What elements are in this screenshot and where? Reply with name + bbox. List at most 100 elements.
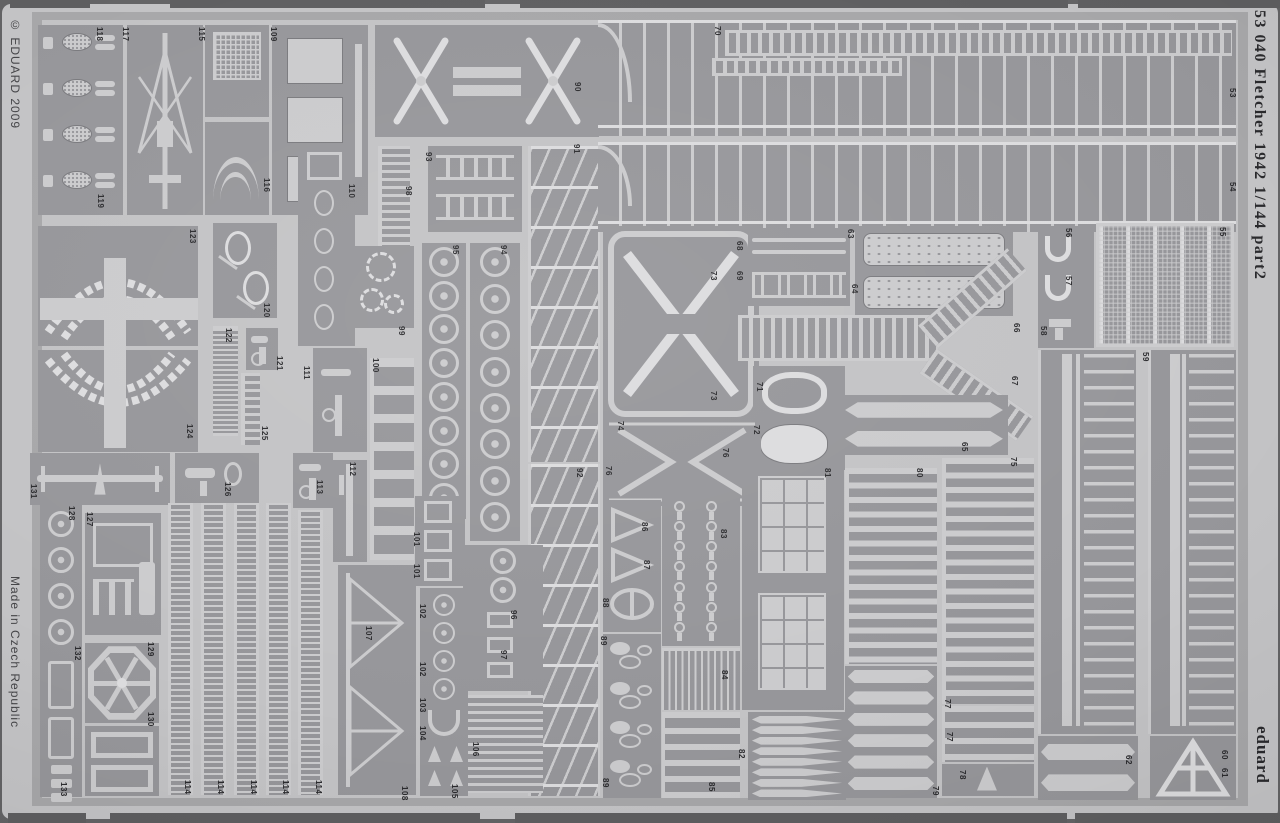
part-shape: [762, 372, 827, 414]
part-shape: [429, 247, 459, 278]
part-number-label: 61: [1220, 768, 1229, 778]
part-number-label: 81: [823, 468, 832, 478]
fret-panel: [662, 648, 740, 710]
fret-panel: [662, 496, 740, 646]
part-shape: [705, 622, 717, 633]
part-shape: [708, 511, 714, 520]
part-shape: [598, 23, 632, 103]
fret-panel: [742, 466, 844, 710]
part-number-label: 92: [575, 468, 584, 478]
fret-panel: [241, 373, 260, 445]
part-shape: [429, 348, 459, 379]
part-shape: [92, 578, 135, 616]
part-shape: [609, 720, 630, 734]
part-shape: [313, 190, 334, 216]
part-number-label: 84: [720, 670, 729, 680]
part-number-label: 113: [315, 480, 324, 495]
part-shape: [752, 250, 846, 254]
part-number-label: 131: [29, 484, 38, 499]
fret-panel: [942, 764, 1034, 796]
mount-tab: [8, 813, 86, 823]
part-shape: [50, 779, 72, 788]
part-shape: [48, 717, 74, 759]
part-shape: [334, 394, 342, 437]
part-shape: [366, 252, 396, 282]
fret-panel: [293, 453, 333, 508]
part-shape: [223, 462, 242, 486]
fret-panel: [370, 358, 414, 560]
part-number-label: 75: [1009, 457, 1018, 467]
part-number-label: 59: [1141, 352, 1150, 362]
part-number-label: 66: [1012, 323, 1021, 333]
part-shape: [480, 320, 510, 351]
fret-panel: [598, 142, 1236, 232]
part-shape: [1049, 318, 1072, 327]
part-shape: [313, 228, 334, 254]
fret-panel: [662, 712, 740, 798]
fret-panel: [201, 503, 226, 795]
part-number-label: 87: [642, 560, 651, 570]
part-shape: [433, 594, 455, 616]
part-number-label: 114: [281, 780, 290, 795]
fret-panel: [338, 565, 416, 795]
fret-title-text: 53 040 Fletcher 1942 1/144 part2: [1251, 10, 1268, 281]
part-number-label: 76: [604, 466, 613, 476]
part-shape: [619, 773, 642, 788]
part-shape: [598, 125, 1236, 128]
part-shape: [43, 83, 54, 95]
part-shape: [212, 157, 259, 205]
mount-tab: [110, 813, 480, 823]
part-number-label: 115: [197, 27, 206, 42]
part-shape: [299, 484, 314, 499]
part-shape: [43, 175, 54, 187]
part-number-label: 98: [404, 186, 413, 196]
part-shape: [619, 694, 642, 709]
part-number-label: 64: [850, 284, 859, 294]
part-shape: [384, 294, 404, 314]
part-shape: [674, 622, 686, 633]
part-shape: [41, 466, 46, 492]
fret-panel: [748, 712, 846, 800]
part-shape: [752, 272, 846, 298]
part-number-label: 95: [451, 245, 460, 255]
part-shape: [708, 552, 714, 560]
part-shape: [751, 789, 843, 798]
part-shape: [1044, 235, 1071, 262]
part-number-label: 70: [713, 26, 722, 36]
part-shape: [490, 577, 516, 604]
part-shape: [48, 547, 74, 573]
part-number-label: 90: [573, 82, 582, 92]
part-number-label: 114: [249, 780, 258, 795]
part-number-label: 63: [846, 229, 855, 239]
part-shape: [862, 233, 1006, 266]
part-shape: [705, 500, 717, 512]
part-shape: [674, 541, 686, 552]
fret-panel: [205, 25, 269, 117]
fret-panel: [85, 726, 159, 796]
fret-panel: [1096, 223, 1234, 347]
part-shape: [677, 633, 683, 641]
part-shape: [677, 592, 683, 601]
part-shape: [845, 431, 1003, 447]
part-shape: [598, 221, 1236, 224]
part-shape: [355, 44, 363, 177]
part-shape: [154, 466, 159, 492]
fret-panel: [470, 243, 520, 541]
part-shape: [321, 368, 351, 376]
part-number-label: 108: [400, 786, 409, 801]
fret-panel: [378, 146, 410, 246]
part-shape: [94, 182, 115, 188]
part-number-label: 112: [348, 462, 357, 477]
part-shape: [677, 572, 683, 581]
part-shape: [94, 173, 115, 179]
part-shape: [200, 480, 208, 496]
part-number-label: 68: [735, 241, 744, 251]
part-shape: [321, 408, 336, 423]
part-number-label: 110: [347, 184, 356, 199]
part-shape: [1169, 353, 1180, 727]
part-shape: [94, 136, 115, 142]
part-shape: [847, 691, 935, 705]
part-number-label: 60: [1220, 750, 1229, 760]
part-shape: [433, 622, 455, 644]
part-number-label: 54: [1228, 182, 1237, 192]
